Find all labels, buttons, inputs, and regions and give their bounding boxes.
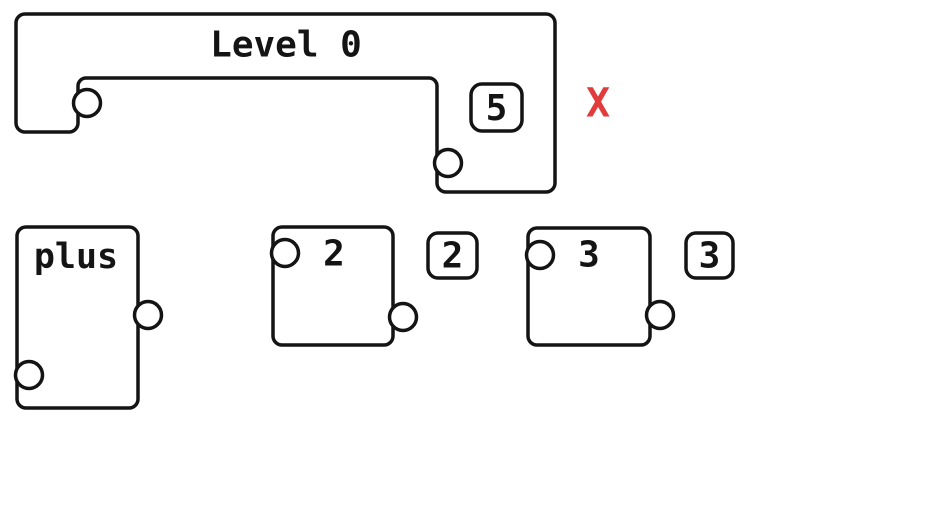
piece-3-value-badge: 3 (684, 231, 735, 280)
piece-2-body[interactable] (271, 225, 395, 347)
piece-2-value-badge-value: 2 (442, 236, 464, 277)
piece-3-body[interactable] (526, 226, 652, 347)
piece-2-left-connector-socket (269, 237, 301, 269)
piece-3-value-badge-box (684, 231, 735, 280)
piece-3-right-connector-tab (644, 299, 676, 331)
level-frame-block[interactable]: Level 0 5 (14, 12, 557, 194)
level-frame-outline[interactable] (14, 12, 557, 194)
piece-2-value-badge: 2 (426, 231, 479, 280)
piece-3-value-badge-value: 3 (699, 236, 721, 277)
level-right-connector-socket (432, 147, 464, 179)
incorrect-x-mark: X (586, 81, 610, 127)
piece-plus-left-connector-socket (13, 359, 45, 391)
piece-3-label: 3 (578, 235, 600, 276)
level-target-badge-box (469, 82, 524, 133)
level-target-badge: 5 (469, 82, 524, 133)
piece-3-left-connector-socket (524, 239, 556, 271)
piece-2-value-badge-box (426, 231, 479, 280)
level-title: Level 0 (210, 25, 362, 66)
piece-2-label: 2 (323, 234, 345, 275)
blocks-layer: Level 0 5 X plus 2 (13, 12, 735, 410)
level-left-connector-tab (71, 87, 103, 119)
piece-plus[interactable]: plus (13, 225, 164, 410)
level-target-badge-value: 5 (486, 88, 508, 129)
piece-plus-right-connector-tab (132, 299, 164, 331)
piece-2-right-connector-tab (387, 301, 419, 333)
piece-2[interactable]: 2 (269, 225, 419, 347)
piece-3[interactable]: 3 (524, 226, 676, 347)
piece-plus-label: plus (34, 237, 118, 277)
